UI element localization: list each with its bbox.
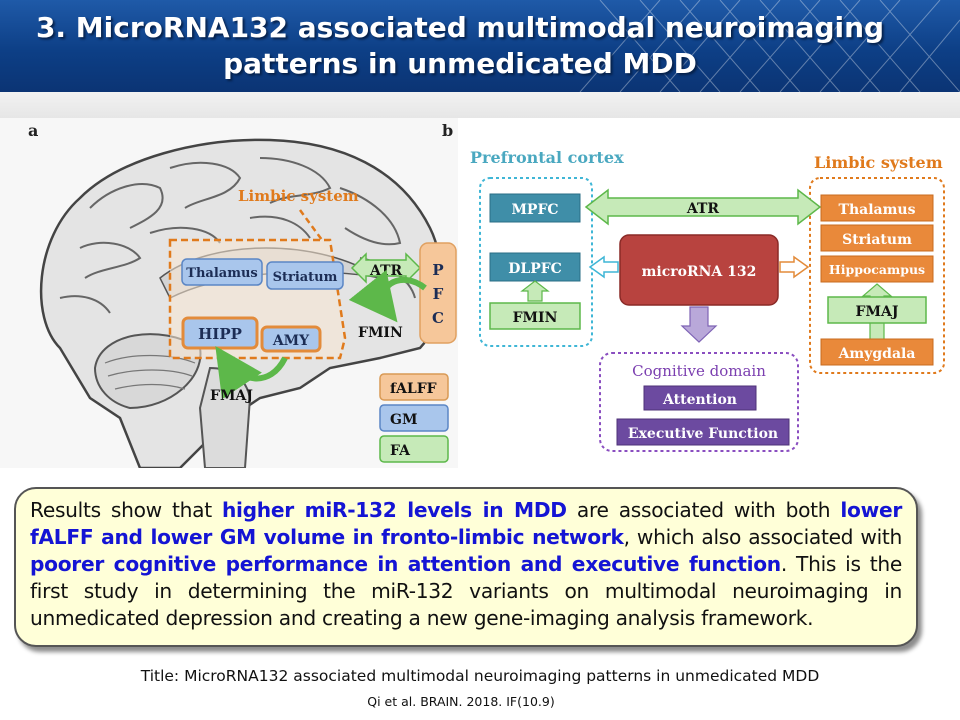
svg-text:Thalamus: Thalamus [839, 202, 916, 218]
box-attention: Attention [643, 385, 757, 411]
title-line-2: patterns in unmedicated MDD [223, 47, 697, 80]
header-pattern [579, 0, 960, 92]
svg-text:fALFF: fALFF [390, 381, 437, 397]
atr-double-arrow [584, 188, 822, 226]
slide-header: 3. MicroRNA132 associated multimodal neu… [0, 0, 960, 92]
svg-text:Striatum: Striatum [273, 270, 338, 285]
cognitive-domain-title: Cognitive domain [632, 362, 766, 380]
box-executive-function: Executive Function [616, 418, 790, 446]
svg-text:Executive Function: Executive Function [628, 426, 778, 442]
summary-text: Results show that higher miR-132 levels … [30, 498, 902, 630]
box-fmaj: FMAJ [827, 296, 927, 324]
limbic-system-label: Limbic system [238, 187, 359, 205]
svg-text:Thalamus: Thalamus [186, 266, 257, 281]
svg-text:Striatum: Striatum [842, 232, 912, 248]
box-fmin: FMIN [489, 302, 581, 330]
fmaj-arrow [215, 346, 288, 400]
microrna-to-limbic-arrow [779, 255, 810, 279]
svg-text:Attention: Attention [662, 392, 737, 408]
prefrontal-group [479, 177, 593, 347]
svg-text:FMIN: FMIN [513, 310, 558, 326]
svg-text:C: C [432, 309, 444, 327]
limbic-group [809, 177, 945, 374]
svg-text:Hippocampus: Hippocampus [829, 262, 925, 277]
svg-text:GM: GM [390, 412, 417, 428]
svg-text:microRNA 132: microRNA 132 [642, 264, 757, 280]
cognitive-group [599, 352, 799, 452]
panel-b-schematic: b Prefrontal cortex Limbic system MPFC D… [442, 118, 960, 468]
panel-a-label: a [28, 121, 38, 140]
box-hippocampus: Hippocampus [820, 255, 934, 283]
footer-citation: Qi et al. BRAIN. 2018. IF(10.9) [367, 694, 555, 709]
microrna-to-prefrontal-arrow [588, 255, 619, 279]
limbic-system-title: Limbic system [814, 153, 943, 172]
box-striatum: Striatum [820, 224, 934, 252]
svg-text:FMAJ: FMAJ [856, 304, 899, 320]
fmin-label: FMIN [358, 325, 403, 341]
panel-b-label: b [442, 121, 453, 140]
region-amy: AMY [260, 325, 322, 353]
schematic-figure: b Prefrontal cortex Limbic system MPFC D… [442, 121, 945, 452]
fmin-connector-arrow [520, 280, 550, 302]
svg-text:MPFC: MPFC [511, 202, 558, 218]
legend-fa: FA [379, 435, 449, 463]
atr-label: ATR [369, 263, 403, 279]
region-striatum: Striatum [266, 261, 344, 290]
header-subbar [0, 92, 960, 118]
prefrontal-cortex-title: Prefrontal cortex [470, 148, 624, 167]
legend-gm: GM [379, 404, 449, 432]
microrna-to-cognitive-arrow [680, 306, 718, 343]
summary-box: Results show that higher miR-132 levels … [14, 487, 918, 647]
atr-label-b: ATR [686, 201, 720, 217]
panel-a-brain-diagram: a Limbic system Thalamus Striatum HIPP A… [0, 118, 458, 470]
region-hipp: HIPP [181, 316, 259, 350]
legend-falff: fALFF [379, 373, 449, 401]
svg-text:Amygdala: Amygdala [838, 346, 916, 362]
box-dlpfc: DLPFC [489, 252, 581, 282]
fmin-arrow [348, 269, 427, 323]
brain-figure: a Limbic system Thalamus Striatum HIPP A… [28, 121, 457, 470]
footer-title: Title: MicroRNA132 associated multimodal… [140, 667, 820, 685]
slide-title: 3. MicroRNA132 associated multimodal neu… [0, 10, 920, 82]
svg-text:AMY: AMY [272, 333, 310, 349]
svg-text:P: P [432, 261, 443, 279]
svg-text:HIPP: HIPP [198, 325, 242, 343]
svg-text:FA: FA [390, 443, 411, 459]
title-line-1: 3. MicroRNA132 associated multimodal neu… [35, 11, 885, 44]
box-microrna-132: microRNA 132 [619, 234, 779, 306]
pfc-box: P F C [419, 242, 457, 344]
svg-text:DLPFC: DLPFC [508, 261, 562, 277]
box-mpfc: MPFC [489, 193, 581, 223]
highlight-falff-gm: lower fALFF and lower GM volume in front… [30, 498, 902, 549]
region-thalamus: Thalamus [181, 258, 263, 286]
box-thalamus: Thalamus [820, 194, 934, 222]
box-amygdala: Amygdala [820, 338, 934, 366]
highlight-cognitive-performance: poorer cognitive performance in attentio… [30, 552, 781, 576]
fmaj-label: FMAJ [210, 388, 253, 404]
svg-text:F: F [433, 285, 444, 303]
highlight-mir132-levels: higher miR-132 levels in MDD [221, 498, 567, 522]
